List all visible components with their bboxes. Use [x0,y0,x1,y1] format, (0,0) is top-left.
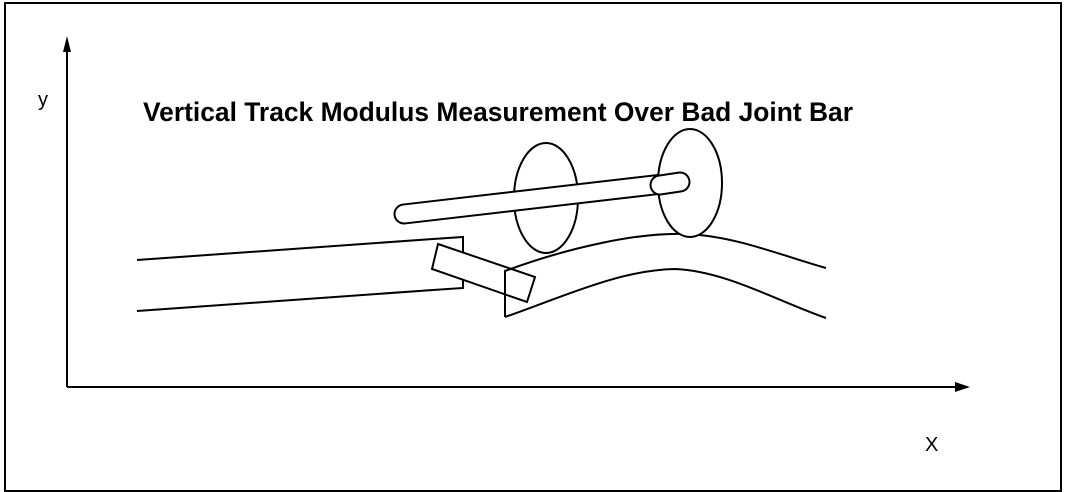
x-axis-arrowhead [955,382,970,392]
right-rail-bottom [504,267,827,319]
axle [393,171,691,225]
y-axis-arrowhead [63,36,71,52]
axle-end-fill [651,173,689,194]
y-axis-label: y [38,89,48,111]
left-rail [136,235,464,312]
diagram-title: Vertical Track Modulus Measurement Over … [143,97,853,127]
x-axis [67,382,970,392]
x-axis-label: X [925,434,938,456]
y-axis [63,36,71,387]
left-rail-outline [136,235,464,312]
axle-fill [395,173,689,223]
joint-bar [430,242,537,304]
